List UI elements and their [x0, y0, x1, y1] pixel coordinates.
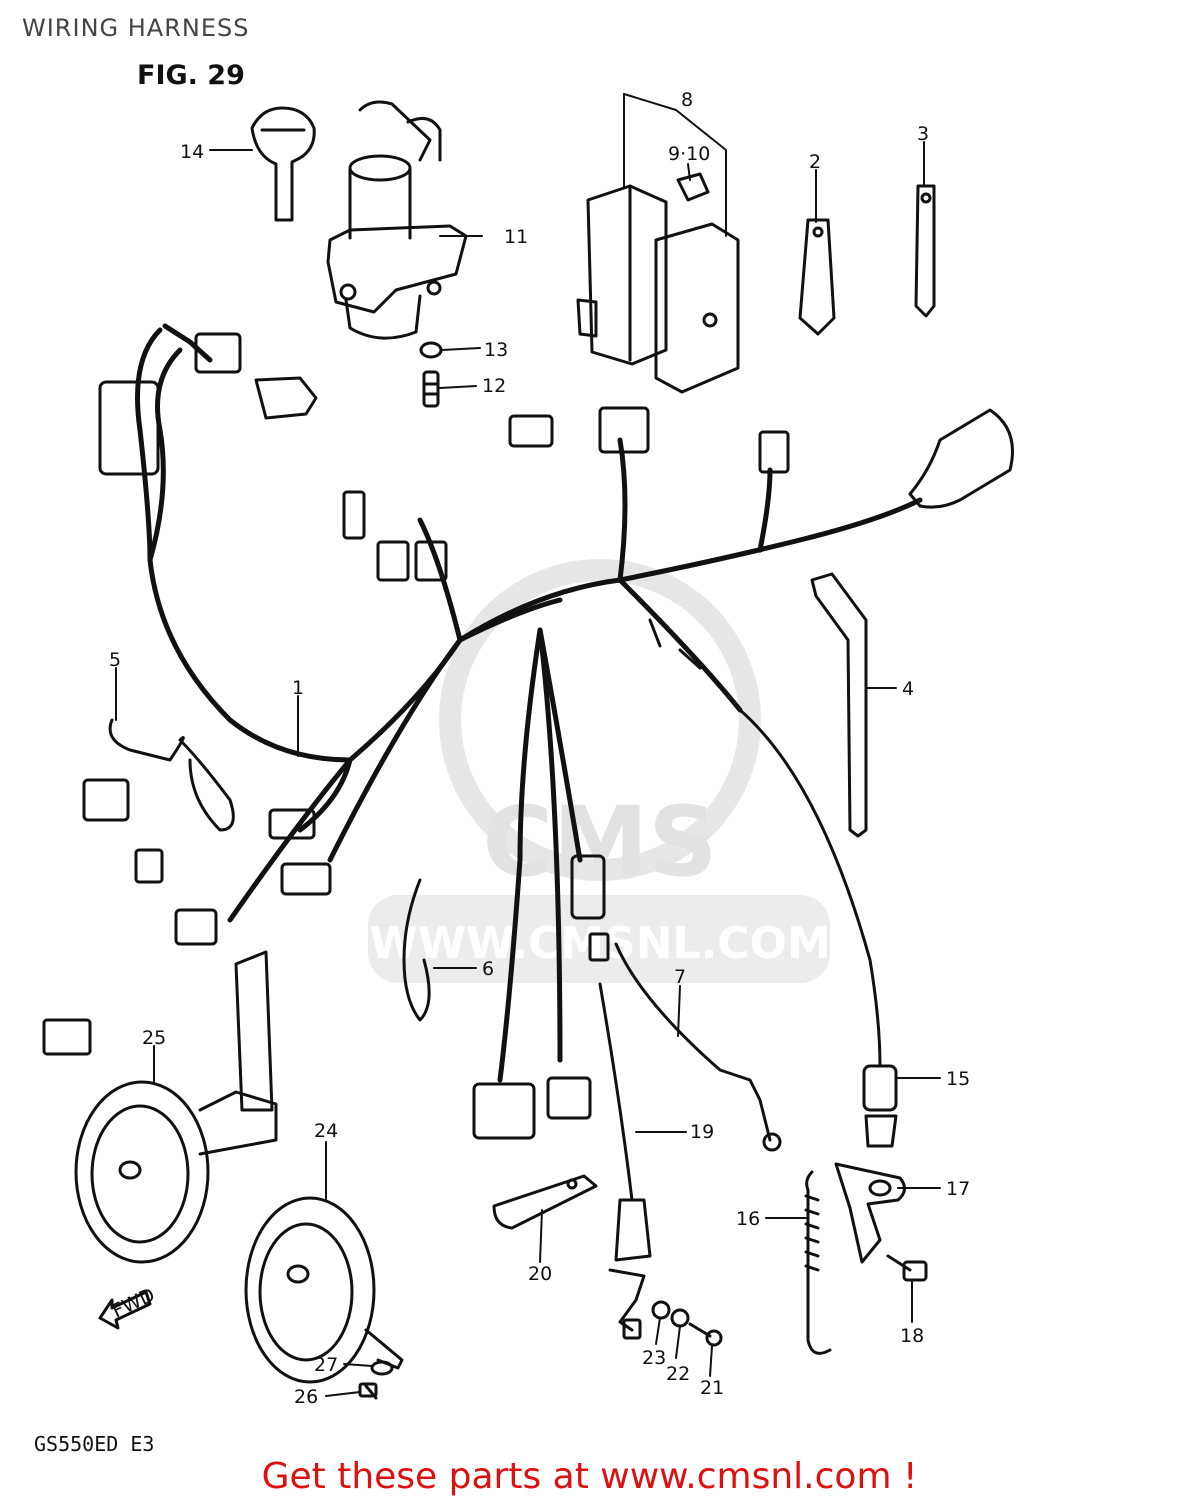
- key-part: [250, 106, 316, 222]
- mounting-plate-part: [492, 1174, 598, 1230]
- callout-labels: 1 2 3 4 5 6 7 8 9·10 11 12 13 14 15 16 1…: [109, 89, 970, 1408]
- hardware-part: [651, 1300, 723, 1347]
- callout-16: 16: [736, 1208, 760, 1230]
- screw-part: [422, 370, 440, 408]
- fwd-label: FWD: [109, 1284, 159, 1323]
- wiring-harness-main: [135, 323, 923, 1083]
- forward-arrow-icon: [98, 1290, 152, 1330]
- harness-connectors: [42, 332, 1014, 1140]
- callout-25: 25: [142, 1027, 166, 1049]
- callout-23: 23: [642, 1347, 666, 1369]
- cable-guide-part: [402, 878, 431, 1022]
- figure-label: FIG. 29: [137, 60, 245, 91]
- callout-27: 27: [314, 1354, 338, 1376]
- lead-wire-part: [588, 932, 782, 1152]
- wire-clip-part: [108, 718, 235, 832]
- footer-parts-link[interactable]: Get these parts at www.cmsnl.com !: [261, 1456, 918, 1497]
- callout-21: 21: [700, 1377, 724, 1399]
- spring-part: [804, 1170, 832, 1355]
- ignition-switch-part: [326, 100, 468, 340]
- switch-cable-part: [598, 982, 652, 1340]
- callout-20: 20: [528, 1263, 552, 1285]
- callout-13: 13: [484, 339, 508, 361]
- callout-9-10: 9·10: [668, 143, 710, 165]
- callout-11: 11: [504, 226, 528, 248]
- leader-lines: [115, 93, 941, 1397]
- callout-4: 4: [902, 678, 914, 700]
- callout-22: 22: [666, 1363, 690, 1385]
- callout-24: 24: [314, 1120, 338, 1142]
- callout-14: 14: [180, 141, 204, 163]
- callout-18: 18: [900, 1325, 924, 1347]
- horn-small-part: [244, 1196, 404, 1384]
- callout-7: 7: [674, 966, 686, 988]
- callout-8: 8: [681, 89, 693, 111]
- sensor-part: [738, 708, 898, 1148]
- horn-large-part: [74, 950, 278, 1264]
- page-title: WIRING HARNESS: [22, 14, 250, 42]
- horn-fasteners: [358, 1360, 394, 1400]
- callout-19: 19: [690, 1121, 714, 1143]
- callout-1: 1: [292, 677, 304, 699]
- bracket-part: [914, 184, 936, 318]
- callout-12: 12: [482, 375, 506, 397]
- switch-bracket-part: [834, 1162, 906, 1264]
- watermark: CMS WWW.CMSNL.COM: [368, 559, 831, 983]
- callout-26: 26: [294, 1386, 318, 1408]
- callout-5: 5: [109, 649, 121, 671]
- model-code: GS550ED E3: [34, 1432, 155, 1456]
- fuse-box-part: [576, 172, 740, 394]
- callout-3: 3: [917, 123, 929, 145]
- callout-17: 17: [946, 1178, 970, 1200]
- clamp-part: [798, 218, 836, 336]
- bolt-part: [886, 1254, 928, 1282]
- callout-2: 2: [809, 151, 821, 173]
- cable-tie-part: [810, 572, 868, 838]
- nut-part: [419, 341, 443, 359]
- callout-15: 15: [946, 1068, 970, 1090]
- callout-6: 6: [482, 958, 494, 980]
